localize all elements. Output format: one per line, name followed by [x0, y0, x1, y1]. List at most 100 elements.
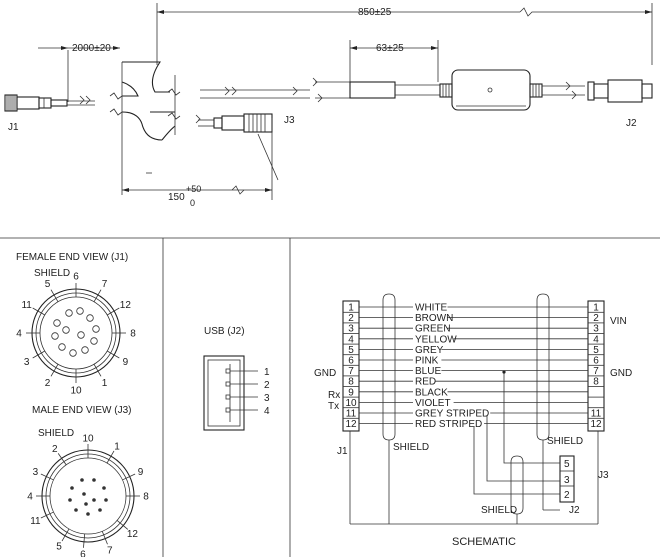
female-pin-holes — [51, 307, 100, 357]
j2-pin-number: 5 — [593, 345, 599, 356]
schematic-title: SCHEMATIC — [452, 536, 516, 548]
female-pin-leader — [50, 363, 59, 377]
wire-color-label: YELLOW — [415, 334, 457, 345]
female-pin-label: 1 — [102, 378, 108, 389]
male-pin-label: 12 — [127, 529, 139, 540]
j1-pin-number: 8 — [348, 377, 354, 388]
wire-color-label: PINK — [415, 356, 439, 367]
j1-pin-number: 1 — [348, 303, 354, 314]
male-view-title: MALE END VIEW (J3) — [32, 405, 131, 416]
j3-label: J3 — [284, 115, 295, 126]
female-pin-leader — [32, 350, 46, 359]
j2-pin-number: 7 — [593, 366, 599, 377]
female-pin-label: 8 — [130, 329, 136, 340]
wire-color-label: BLACK — [415, 387, 448, 398]
wire-label-bg — [413, 376, 436, 387]
male-pin-dot — [80, 478, 84, 482]
j2-pin-number: 6 — [593, 356, 599, 367]
wire-label-bg — [413, 302, 448, 312]
male-pin-leader — [40, 473, 54, 481]
male-pin-label: 4 — [27, 492, 33, 503]
female-pin-hole — [76, 307, 84, 315]
wire-color-label: GREY STRIPED — [415, 409, 489, 420]
female-pin-label: 3 — [24, 357, 30, 368]
male-pin-label: 3 — [33, 467, 39, 478]
female-pin-label: 4 — [16, 329, 22, 340]
j1-gnd-label: GND — [314, 368, 336, 379]
female-view-title: FEMALE END VIEW (J1) — [16, 252, 128, 263]
j2-pin-number: 3 — [593, 324, 599, 335]
female-pin-leader — [93, 363, 102, 377]
usb-pin-label: 4 — [264, 406, 270, 417]
male-pin-label: 2 — [52, 444, 58, 455]
male-pin-dot — [82, 492, 86, 496]
j1-pin-number: 3 — [348, 324, 354, 335]
wire-label-bg — [413, 333, 454, 344]
wire-color-label: WHITE — [415, 303, 448, 314]
wire-label-bg — [413, 312, 448, 323]
male-pin-dot — [74, 508, 78, 512]
female-pin-hole — [58, 343, 66, 351]
usb-title: USB (J2) — [204, 326, 245, 337]
male-pin-leader — [116, 520, 129, 530]
female-pin-label: 10 — [70, 386, 82, 397]
female-pin-label: 5 — [45, 279, 51, 290]
j1-pin-number: 6 — [348, 356, 354, 367]
female-pin-hole — [81, 346, 89, 354]
j2-vin-label: VIN — [610, 316, 627, 327]
male-pin-leader — [57, 453, 67, 466]
male-pin-dot — [102, 486, 106, 490]
wire-color-label: RED — [415, 377, 436, 388]
j3-pin-2: 2 — [564, 490, 570, 501]
female-pin-hole — [77, 331, 85, 339]
wire-label-bg — [413, 386, 448, 397]
male-pin-label: 5 — [56, 542, 62, 553]
j2-pin-number: 12 — [590, 419, 602, 430]
female-pin-label: 11 — [21, 300, 32, 311]
male-pin-leader — [122, 473, 136, 481]
usb-cable — [312, 69, 653, 111]
male-pin-dot — [92, 498, 96, 502]
usb-pin-label: 1 — [264, 367, 270, 378]
j1-pin-number: 5 — [348, 345, 354, 356]
schematic-j3-label: J3 — [598, 470, 609, 481]
female-pin-label: 9 — [123, 357, 129, 368]
j1-tx-label: Tx — [328, 401, 339, 412]
female-pin-hole — [53, 319, 61, 327]
male-pin-label: 7 — [107, 545, 113, 556]
wire-color-label: BLUE — [415, 366, 441, 377]
female-pin-hole — [65, 309, 73, 317]
male-shield-label: SHIELD — [38, 428, 74, 439]
female-pin-hole — [69, 349, 77, 357]
dongle-offset-dim: 63±25 — [376, 43, 404, 54]
j2-pin-number: 2 — [593, 313, 599, 324]
male-pin-dot — [84, 502, 88, 506]
male-pin-dot — [104, 498, 108, 502]
male-pin-dot — [98, 508, 102, 512]
female-pin-label: 12 — [120, 300, 132, 311]
male-pin-dot — [86, 512, 90, 516]
overall-length-dim: 850±25 — [358, 7, 392, 18]
j1-label: J1 — [8, 122, 19, 133]
male-pin-dot — [68, 498, 72, 502]
j3-pin-5: 5 — [564, 459, 570, 470]
j3-pin-3: 3 — [564, 475, 570, 486]
wire-label-bg — [413, 408, 491, 418]
female-end-view: FEMALE END VIEW (J1) SHIELD 123456789101… — [16, 252, 136, 397]
wire-color-label: VIOLET — [415, 398, 451, 409]
female-shield-label: SHIELD — [34, 268, 70, 279]
cable-left-dim: 2000±20 — [72, 43, 111, 54]
lower-frame — [0, 237, 660, 557]
assembly-view: 850±25 63±25 2000±20 J1 — [4, 3, 653, 208]
j1-connector — [4, 94, 95, 112]
wire-label-bg — [413, 418, 485, 429]
j2-gnd-label: GND — [610, 368, 632, 379]
male-pin-label: 6 — [80, 549, 86, 557]
j1-pin-number: 4 — [348, 334, 354, 345]
